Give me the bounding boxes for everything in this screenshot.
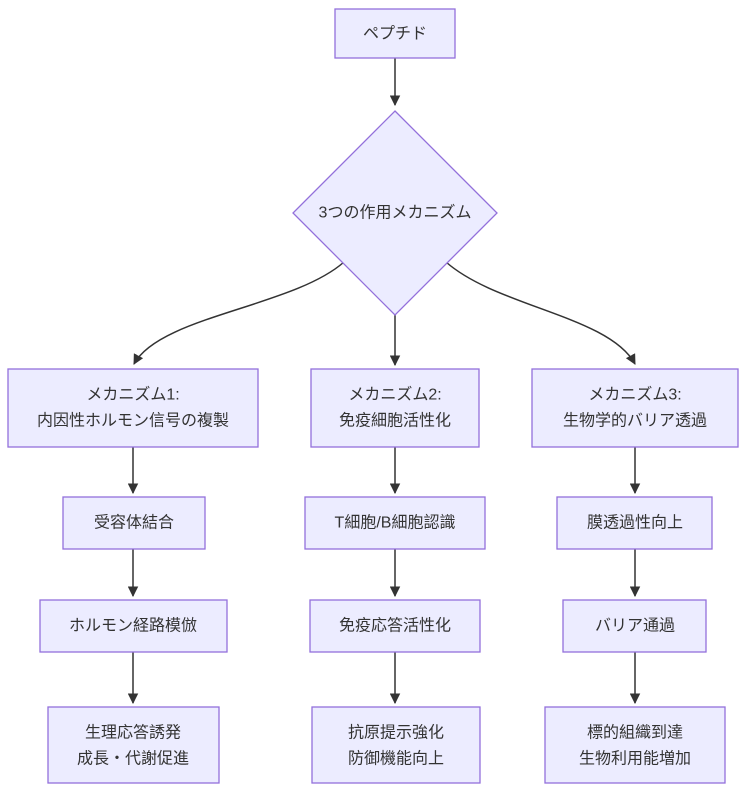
node-receptor-binding-box (62, 496, 206, 550)
node-hormone-pathway-label: ホルモン経路模倣 (69, 617, 197, 635)
node-outcome1-label-line2: 成長・代謝促進 (77, 750, 189, 768)
node-outcome3-label-line2: 生物利用能増加 (579, 750, 691, 768)
node-outcome1-box (47, 706, 220, 784)
node-tb-cell-recognition-label: T細胞/B細胞認識 (335, 514, 456, 532)
node-outcome3-box (544, 706, 726, 784)
node-barrier-passage-label: バリア通過 (595, 617, 675, 635)
node-immune-response-label: 免疫応答活性化 (339, 617, 451, 635)
node-mechanism3-label-line2: 生物学的バリア透過 (563, 412, 707, 430)
node-decision-label: 3つの作用メカニズム (319, 204, 472, 222)
node-mechanism1-label-line2: 内因性ホルモン信号の複製 (37, 412, 229, 430)
node-mechanism3-label-line1: メカニズム3: (588, 386, 681, 404)
node-hormone-pathway-box (39, 599, 228, 653)
node-barrier-passage-box (562, 599, 707, 653)
node-peptide-label: ペプチド (363, 25, 427, 43)
node-immune-response-box (309, 599, 481, 653)
node-mechanism1-box (7, 368, 259, 448)
node-membrane-permeability-box (556, 496, 713, 550)
node-outcome2-label-line2: 防御機能向上 (348, 750, 444, 768)
node-mechanism1-label-line1: メカニズム1: (86, 386, 179, 404)
node-outcome1-label-line1: 生理応答誘発 (85, 724, 181, 742)
edge-decision-to-mechanism3 (445, 261, 636, 365)
edge-decision-to-mechanism1 (133, 261, 345, 365)
node-membrane-permeability-label: 膜透過性向上 (587, 514, 683, 532)
node-outcome3-label-line1: 標的組織到達 (587, 724, 683, 742)
node-mechanism2-box (310, 368, 480, 448)
node-outcome2-label-line1: 抗原提示強化 (348, 724, 444, 742)
node-outcome2-box (311, 706, 481, 784)
node-mechanism2-label-line1: メカニズム2: (348, 386, 441, 404)
node-mechanism2-label-line2: 免疫細胞活性化 (339, 412, 451, 430)
node-mechanism3-box (531, 368, 739, 448)
node-tb-cell-recognition-box (304, 496, 486, 550)
node-decision-diamond (292, 110, 498, 316)
node-peptide-box (334, 8, 456, 59)
node-receptor-binding-label: 受容体結合 (94, 514, 174, 532)
